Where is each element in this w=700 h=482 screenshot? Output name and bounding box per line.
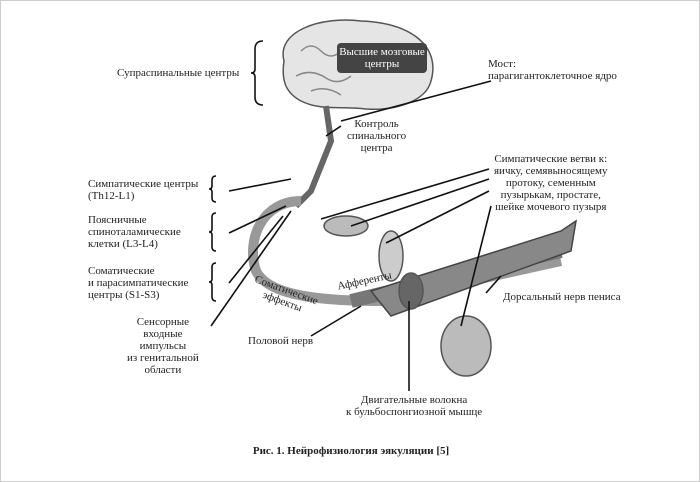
label-sympathetic-branches: Симпатические ветви к: яичку, семявынося… bbox=[494, 153, 608, 213]
label-somatic-centers: Соматические и парасимпатические центры … bbox=[88, 265, 189, 301]
label-dorsal-nerve: Дорсальный нерв пениса bbox=[503, 291, 621, 303]
label-lumbar-cells: Поясничные спиноталамические клетки (L3-… bbox=[88, 214, 181, 250]
label-sympathetic-centers: Симпатические центры (Th12-L1) bbox=[88, 178, 199, 202]
label-supraspinal: Супраспинальные центры bbox=[117, 67, 240, 79]
label-spinal-control: Контроль спинального центра bbox=[347, 118, 407, 154]
label-higher-brain-centers: Высшие мозговые центры bbox=[337, 43, 427, 73]
label-pudendal-nerve: Половой нерв bbox=[248, 335, 314, 347]
figure-caption: Рис. 1. Нейрофизиология эякуляции [5] bbox=[252, 445, 450, 457]
label-sensory-input: Сенсорные входные импульсы из генитально… bbox=[127, 316, 199, 376]
label-pons: Мост: парагигантоклеточное ядро bbox=[488, 58, 617, 82]
label-motor-fibers: Двигательные волокна к бульбоспонгиозной… bbox=[346, 394, 483, 418]
